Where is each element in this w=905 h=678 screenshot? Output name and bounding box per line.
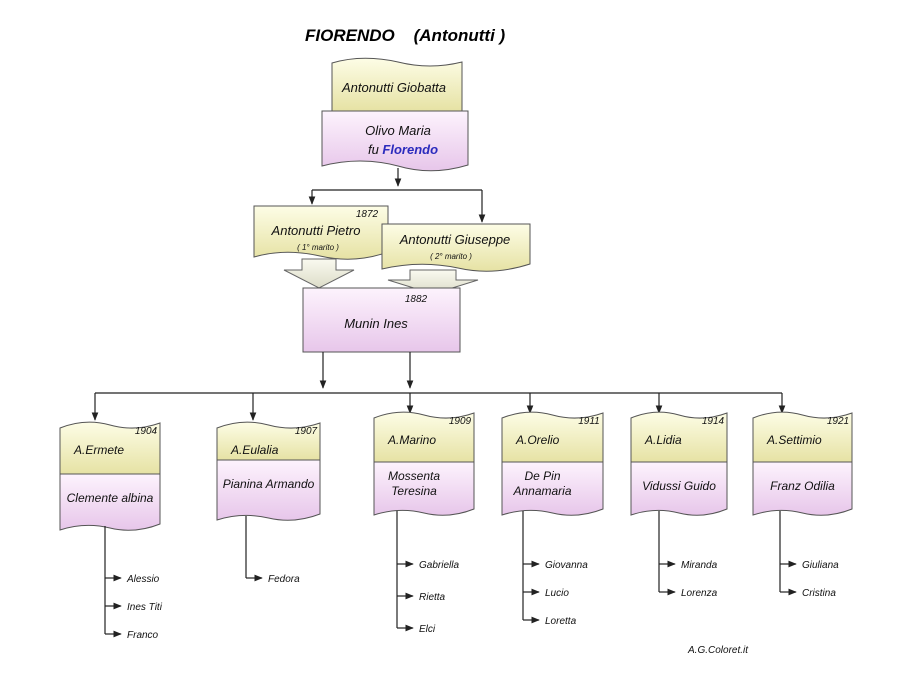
child-box — [630, 411, 728, 463]
grandchild-name: Fedora — [268, 574, 300, 585]
child-spouse-name: Franz Odilia — [770, 479, 835, 493]
child-box — [373, 411, 475, 463]
wife-name: Munin Ines — [344, 316, 408, 331]
child-year: 1904 — [135, 426, 158, 437]
child-spouse-box — [630, 461, 728, 516]
grandchild-name: Rietta — [419, 592, 446, 603]
child-spouse-name: Clemente albina — [67, 491, 154, 505]
diagram-title: FIORENDO (Antonutti ) — [305, 26, 506, 45]
child-spouse-box — [752, 461, 853, 516]
husband-2-note: ( 2° marito ) — [430, 252, 472, 261]
child-year: 1911 — [578, 416, 600, 427]
down-arrow-1 — [283, 258, 355, 289]
child-name: A.Marino — [387, 433, 436, 447]
down-arrow-2 — [387, 269, 479, 295]
child-name: A.Settimio — [766, 433, 822, 447]
top-spouse-origin: fu Florendo — [368, 142, 438, 157]
grandchild-name: Alessio — [126, 574, 160, 585]
husband-1-box — [253, 205, 389, 260]
child-spouse-name: De Pin — [524, 469, 560, 483]
grandchild-name: Giovanna — [545, 560, 588, 571]
child-spouse-box — [373, 461, 475, 516]
top-person-name: Antonutti Giobatta — [341, 80, 446, 95]
child-spouse-box — [216, 459, 321, 521]
child-name: A.Orelio — [515, 433, 560, 447]
husband-2-name: Antonutti Giuseppe — [399, 232, 511, 247]
child-year: 1921 — [827, 416, 849, 427]
child-name: A.Eulalia — [230, 443, 279, 457]
grandchild-name: Cristina — [802, 588, 836, 599]
top-spouse-name: Olivo Maria — [365, 123, 431, 138]
child-spouse-name: Annamaria — [512, 484, 571, 498]
child-spouse-box — [501, 461, 604, 516]
grandchild-name: Franco — [127, 630, 159, 641]
child-box — [501, 411, 604, 463]
child-box — [216, 421, 321, 461]
grandchild-name: Lorenza — [681, 588, 718, 599]
child-name: A.Ermete — [73, 443, 124, 457]
child-box — [752, 411, 853, 463]
grandchild-name: Loretta — [545, 616, 577, 627]
child-year: 1914 — [702, 416, 725, 427]
husband-1-year: 1872 — [356, 209, 379, 220]
child-spouse-box — [59, 473, 161, 531]
husband-2-box — [381, 223, 531, 272]
top-person-box — [331, 57, 463, 112]
top-spouse-box — [321, 110, 469, 172]
grandchild-name: Ines Titi — [127, 602, 163, 613]
child-box — [59, 421, 161, 475]
grandchild-name: Lucio — [545, 588, 569, 599]
child-year: 1907 — [295, 426, 318, 437]
husband-1-note: ( 1° marito ) — [297, 243, 339, 252]
husband-1-name: Antonutti Pietro — [271, 223, 361, 238]
child-year: 1909 — [449, 416, 472, 427]
child-spouse-name: Pianina Armando — [223, 477, 315, 491]
grandchild-name: Miranda — [681, 560, 718, 571]
child-spouse-name: Teresina — [391, 484, 437, 498]
child-spouse-name: Mossenta — [388, 469, 440, 483]
wife-year: 1882 — [405, 294, 428, 305]
credit-text: A.G.Coloret.it — [687, 645, 749, 656]
grandchild-name: Elci — [419, 624, 436, 635]
child-name: A.Lidia — [644, 433, 682, 447]
child-spouse-name: Vidussi Guido — [642, 479, 716, 493]
grandchild-name: Giuliana — [802, 560, 839, 571]
grandchild-name: Gabriella — [419, 560, 459, 571]
wife-box — [302, 287, 461, 353]
